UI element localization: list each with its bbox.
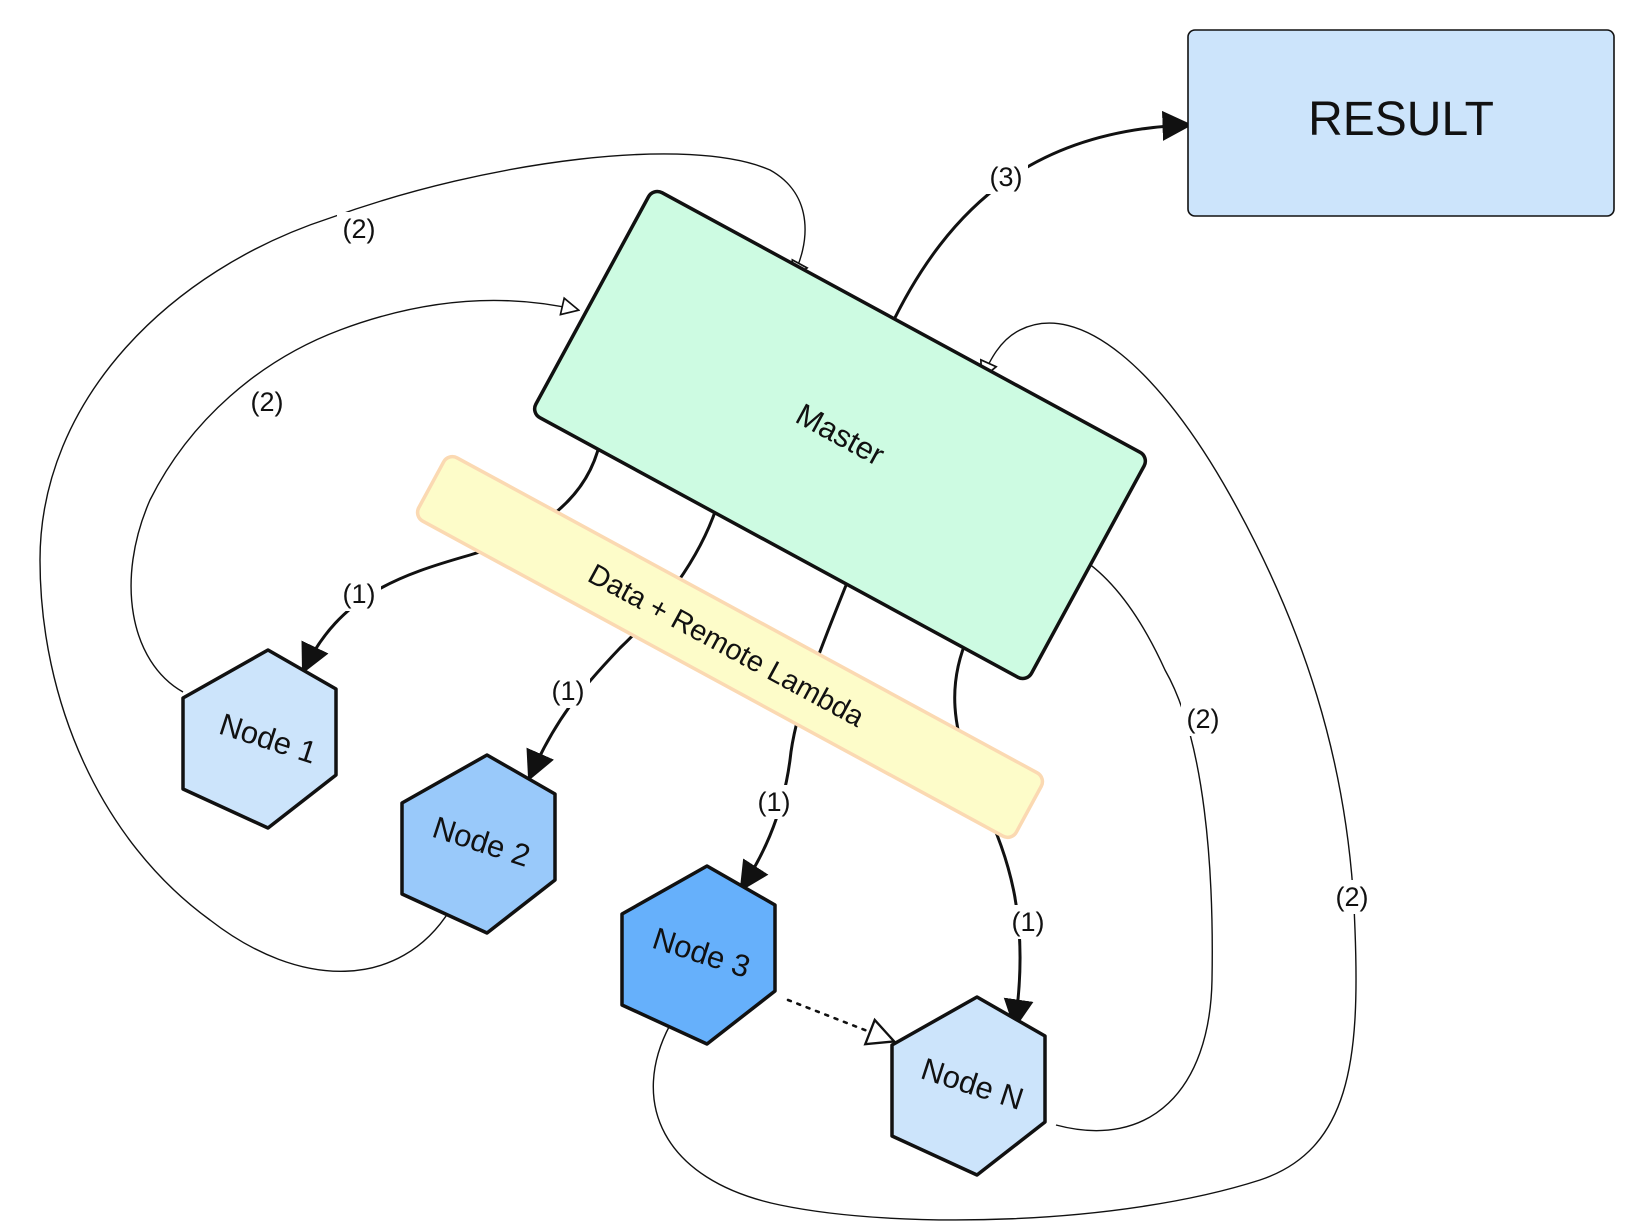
edge-node1-to-master: (2) — [130, 300, 578, 693]
edge-master-to-node2: (1) — [526, 502, 720, 782]
node-n: Node N — [890, 995, 1047, 1177]
result-label: RESULT — [1308, 93, 1494, 146]
edge-label-master-nodeN: (1) — [1012, 907, 1045, 937]
edge-label-node1-master: (2) — [251, 387, 284, 417]
edge-label-master-result: (3) — [990, 162, 1023, 192]
node-3: Node 3 — [620, 864, 777, 1046]
banner-label: Data + Remote Lambda — [583, 558, 870, 734]
edge-node3-to-master: (2) — [652, 322, 1374, 1221]
edge-label-master-node3: (1) — [758, 787, 791, 817]
edge-master-to-node1: (1) — [301, 441, 602, 675]
edge-label-master-node2: (1) — [552, 676, 585, 706]
node-2: Node 2 — [400, 753, 557, 935]
edge-master-to-result: (3) — [886, 110, 1193, 333]
edge-node2-to-master: (2) — [39, 153, 805, 972]
master-node: Master — [532, 189, 1148, 681]
result-node: RESULT — [1187, 29, 1615, 217]
edge-label-node3-master: (2) — [1336, 882, 1369, 912]
edge-nodeN-to-master: (2) — [1055, 555, 1225, 1132]
edge-label-master-node1: (1) — [343, 579, 376, 609]
node-1: Node 1 — [181, 648, 338, 830]
edge-node3-to-nodeN — [786, 998, 897, 1046]
edge-master-to-node3: (1) — [739, 567, 855, 892]
edge-label-node2-master: (2) — [343, 214, 376, 244]
edge-label-nodeN-master: (2) — [1187, 704, 1220, 734]
